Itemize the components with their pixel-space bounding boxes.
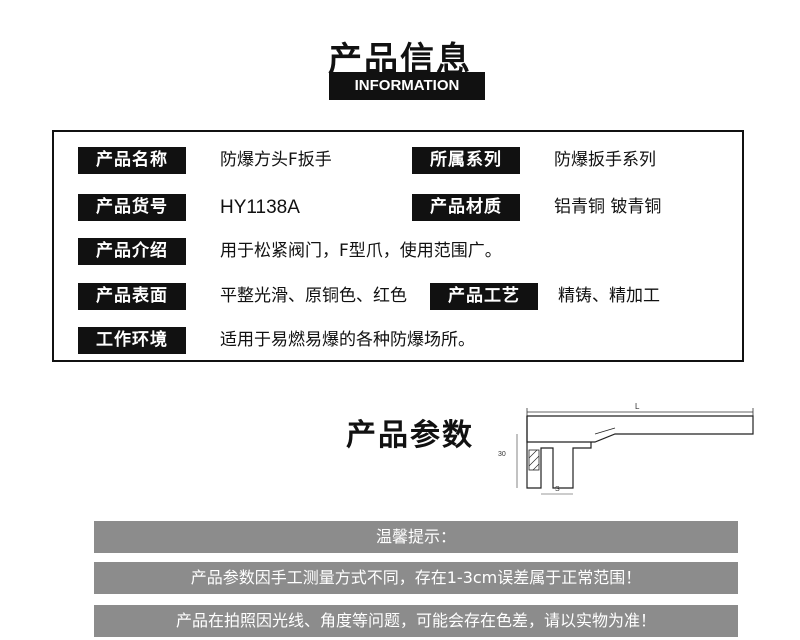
product-series-label: 所属系列 [412,147,520,174]
dim-height-label: 30 [498,451,506,458]
dim-length-label: L [635,402,640,411]
product-name-value: 防爆方头F扳手 [220,150,332,170]
notice-heading: 温馨提示： [94,521,738,553]
dim-width-label: S [555,486,560,493]
product-material-value: 铝青铜 铍青铜 [554,197,662,217]
product-intro-label: 产品介绍 [78,238,186,265]
product-name-label: 产品名称 [78,147,186,174]
product-intro-value: 用于松紧阀门，F型爪，使用范围广。 [220,241,502,261]
product-series-value: 防爆扳手系列 [554,150,656,170]
params-title: 产品参数 [346,418,474,453]
product-code-value: HY1138A [220,197,300,218]
work-env-label: 工作环境 [78,327,186,354]
page-subtitle-en: INFORMATION [329,72,485,100]
product-craft-label: 产品工艺 [430,283,538,310]
work-env-value: 适用于易燃易爆的各种防爆场所。 [220,330,475,350]
notice-line-1: 产品参数因手工测量方式不同，存在1-3cm误差属于正常范围！ [94,562,738,594]
product-info-panel: 产品名称 防爆方头F扳手 所属系列 防爆扳手系列 产品货号 HY1138A 产品… [52,130,744,362]
product-surface-value: 平整光滑、原铜色、红色 [220,286,407,306]
notice-line-2: 产品在拍照因光线、角度等问题，可能会存在色差，请以实物为准！ [94,605,738,637]
product-craft-value: 精铸、精加工 [558,286,660,306]
product-code-label: 产品货号 [78,194,186,221]
product-surface-label: 产品表面 [78,283,186,310]
wrench-diagram: L 30 S [498,402,754,495]
product-material-label: 产品材质 [412,194,520,221]
